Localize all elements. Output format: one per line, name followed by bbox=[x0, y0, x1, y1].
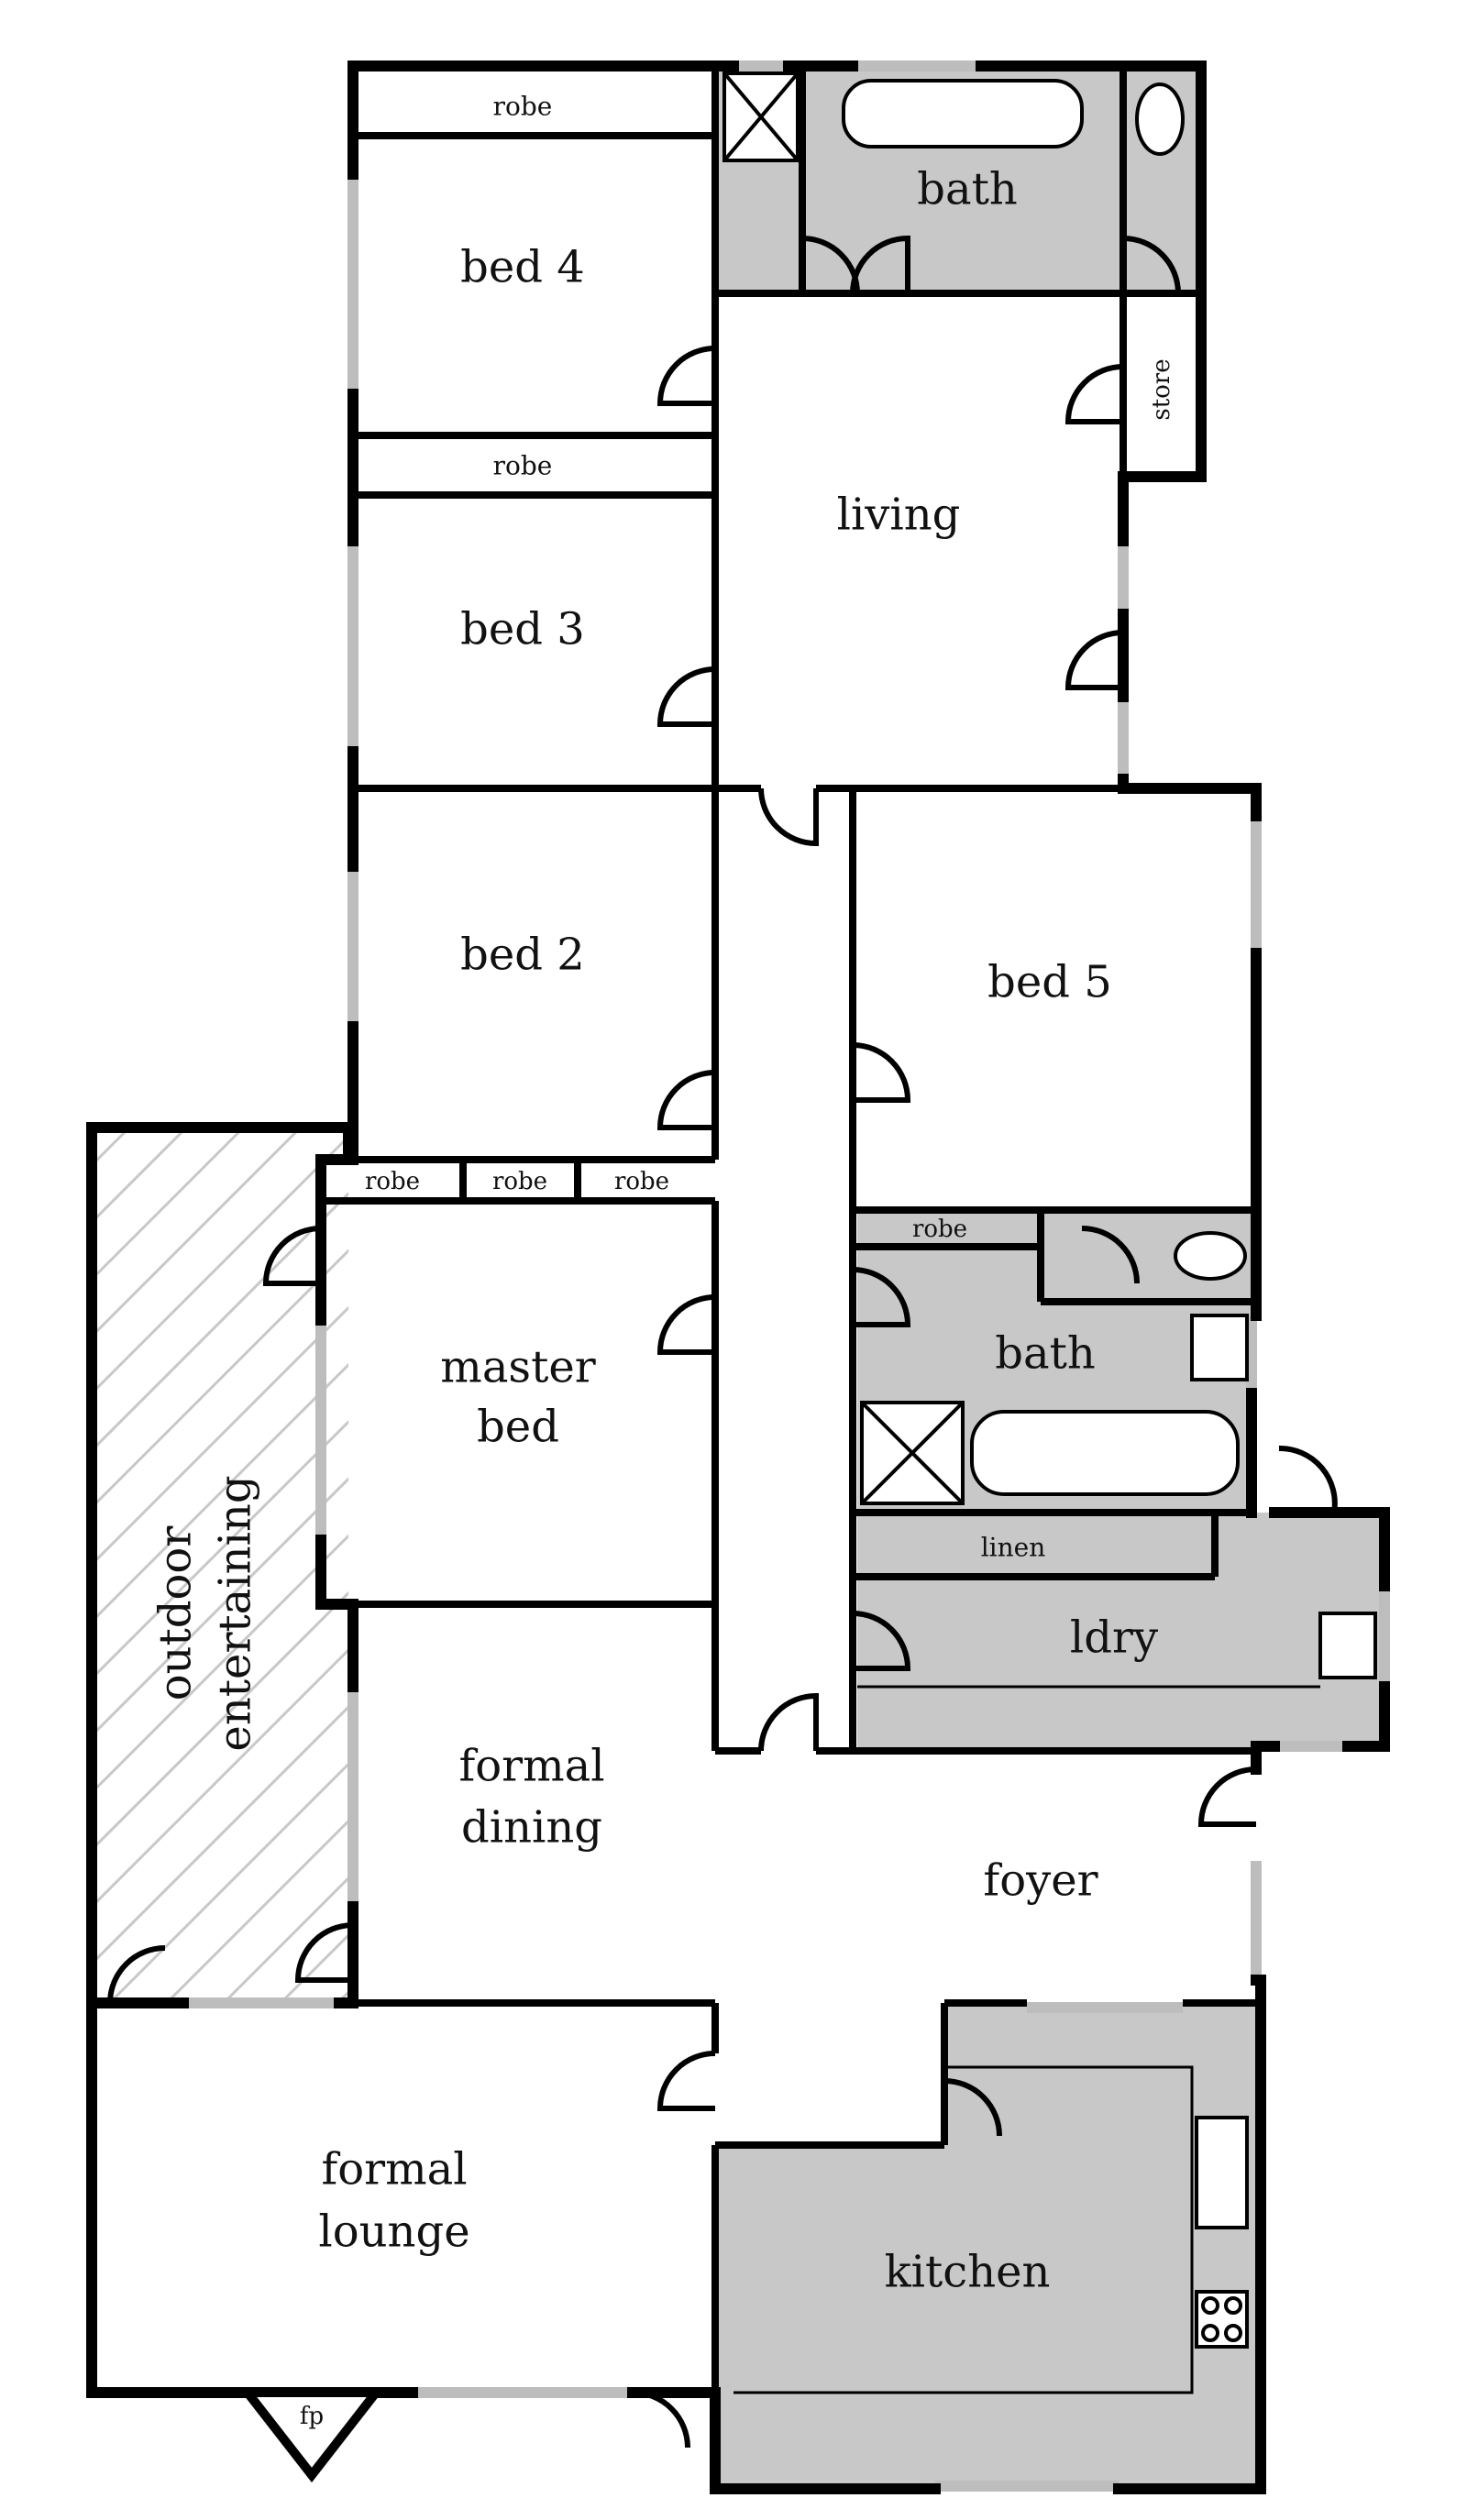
label-robe-master-3: robe bbox=[614, 1168, 669, 1195]
outdoor-entertaining-area bbox=[92, 1128, 348, 2003]
door bbox=[758, 1692, 819, 1752]
toilet-mid bbox=[1174, 1231, 1247, 1281]
label-robe-master-1: robe bbox=[365, 1168, 420, 1195]
label-bed3: bed 3 bbox=[460, 604, 585, 655]
toilet-top bbox=[1135, 83, 1185, 156]
door bbox=[632, 2390, 690, 2448]
door bbox=[294, 1922, 354, 1983]
label-kitchen: kitchen bbox=[885, 2247, 1051, 2298]
sink-kitchen bbox=[1195, 2116, 1249, 2229]
door bbox=[1064, 364, 1124, 424]
bathtub-top bbox=[842, 79, 1084, 149]
label-master-line1: master bbox=[440, 1342, 595, 1393]
kitchen-bench bbox=[734, 2065, 1194, 2394]
label-living: living bbox=[837, 490, 961, 541]
door bbox=[1122, 236, 1181, 294]
door bbox=[262, 1226, 322, 1286]
door bbox=[656, 666, 716, 727]
label-bed5: bed 5 bbox=[987, 957, 1112, 1008]
windows bbox=[183, 61, 1390, 2492]
label-robe-bed3: robe bbox=[493, 451, 553, 481]
door bbox=[852, 1267, 911, 1327]
door bbox=[801, 236, 860, 294]
ldry-fill bbox=[857, 1513, 1389, 1751]
label-outdoor-line1: outdoor bbox=[150, 1526, 202, 1701]
label-store: store bbox=[1148, 358, 1175, 420]
label-bed2: bed 2 bbox=[460, 930, 585, 981]
label-dining-line2: dining bbox=[461, 1802, 602, 1854]
label-lounge-line2: lounge bbox=[318, 2206, 469, 2258]
label-robe-master-2: robe bbox=[492, 1168, 547, 1195]
label-outdoor-line2: entertaining bbox=[210, 1475, 261, 1751]
door bbox=[656, 1294, 716, 1355]
door bbox=[656, 346, 716, 406]
label-lounge-line1: formal bbox=[321, 2144, 467, 2195]
door bbox=[758, 787, 819, 847]
kitchen-fill bbox=[715, 2003, 1261, 2489]
fixtures bbox=[722, 72, 1377, 2349]
label-robe-bed5: robe bbox=[912, 1216, 967, 1243]
room-labels: robe bath bed 4 store robe living bed 3 … bbox=[150, 92, 1176, 2431]
door bbox=[1081, 1226, 1140, 1284]
fireplace bbox=[237, 2388, 386, 2483]
label-bath-mid: bath bbox=[995, 1328, 1096, 1380]
door bbox=[943, 2078, 1002, 2137]
door bbox=[656, 1070, 716, 1130]
label-dining-line1: formal bbox=[458, 1741, 604, 1792]
label-fp: fp bbox=[300, 2403, 324, 2430]
label-robe-bed4: robe bbox=[493, 92, 553, 122]
bathtub-mid bbox=[970, 1410, 1240, 1496]
door bbox=[852, 1042, 911, 1103]
door bbox=[1064, 630, 1124, 690]
door bbox=[852, 1611, 911, 1671]
door bbox=[1197, 1766, 1257, 1827]
label-master-line2: bed bbox=[477, 1402, 559, 1453]
label-bed4: bed 4 bbox=[460, 242, 585, 293]
door bbox=[656, 2051, 716, 2111]
basin-mid bbox=[1190, 1314, 1249, 1381]
label-linen: linen bbox=[981, 1533, 1046, 1563]
label-ldry: ldry bbox=[1070, 1612, 1158, 1664]
door bbox=[107, 1945, 166, 2004]
basin-ldry bbox=[1318, 1612, 1377, 1679]
wet-areas bbox=[715, 69, 1389, 2489]
label-foyer: foyer bbox=[983, 1855, 1097, 1907]
door bbox=[1278, 1445, 1338, 1513]
doors bbox=[107, 235, 1338, 2448]
label-bath-top: bath bbox=[917, 164, 1018, 215]
